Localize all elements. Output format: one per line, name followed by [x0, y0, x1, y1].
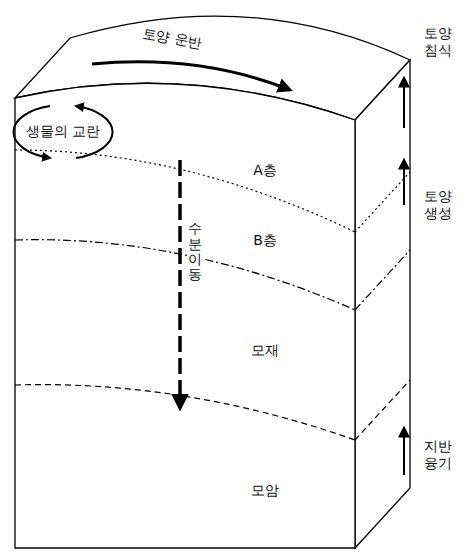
- layer-name: A층: [253, 162, 277, 179]
- a-b-boundary-side: [355, 172, 410, 232]
- parent-rock-boundary-side: [355, 380, 410, 440]
- parent-rock-boundary: [15, 385, 355, 440]
- layer-name: B층: [253, 232, 277, 249]
- water-movement-arrow: [178, 160, 182, 408]
- front-face: [15, 83, 355, 548]
- a-b-boundary: [15, 150, 355, 232]
- process-label: 토양 운반: [141, 24, 203, 51]
- erosion-arrow: [403, 78, 405, 128]
- process-label: 생물의 교란: [26, 123, 100, 140]
- transport-arrow: [92, 62, 290, 90]
- process-label: 토양 생성: [422, 188, 454, 223]
- formation-arrow: [403, 160, 405, 205]
- process-label: 토양 침식: [422, 25, 454, 60]
- side-face: [355, 60, 410, 548]
- process-label: 지반 융기: [422, 438, 454, 473]
- layer-name: 모재: [251, 342, 279, 359]
- layer-name: 모암: [251, 482, 279, 499]
- uplift-arrow: [403, 428, 405, 475]
- b-parent-boundary: [15, 240, 355, 310]
- process-label: 수분이동: [187, 219, 203, 285]
- b-parent-boundary-side: [355, 250, 410, 310]
